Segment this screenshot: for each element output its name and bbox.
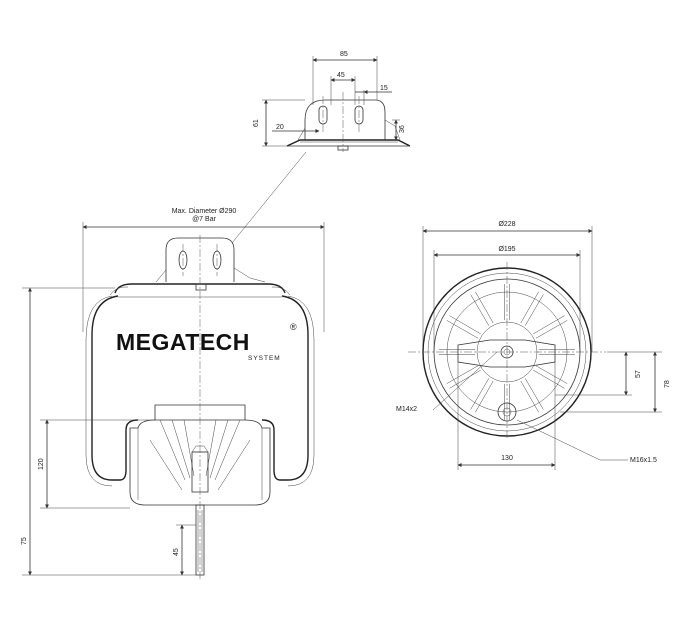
dia-228: Ø228 xyxy=(498,221,515,228)
rib-line xyxy=(470,378,490,410)
rib-line xyxy=(520,291,539,324)
top-bracket-detail: 85 45 15 61 20 36 xyxy=(253,51,411,152)
piston-ribs xyxy=(439,284,575,420)
megatech-logo: MEGATECH xyxy=(116,329,250,355)
rib-line xyxy=(533,315,565,335)
dim-36: 36 xyxy=(399,125,406,133)
dim-120: 120 xyxy=(38,458,45,470)
label-m14: M14x2 xyxy=(396,406,417,413)
max-diameter-label: Max. Diameter Ø290 xyxy=(172,208,237,215)
dim-20: 20 xyxy=(276,124,284,131)
rib-line xyxy=(470,294,490,326)
dim-130: 130 xyxy=(501,455,513,462)
rib-line xyxy=(446,320,479,339)
dim-75: 75 xyxy=(21,537,28,545)
rib-line xyxy=(449,315,481,335)
dim-78: 78 xyxy=(664,380,671,388)
rib-line xyxy=(524,294,544,326)
dia-195: Ø195 xyxy=(498,246,515,253)
detail-leader-line xyxy=(231,151,307,244)
rib-line xyxy=(449,369,481,389)
rib-line xyxy=(535,320,568,339)
label-m16: M16x1.5 xyxy=(630,457,657,464)
rib-line xyxy=(524,378,544,410)
dim-15: 15 xyxy=(380,85,388,92)
dim-85: 85 xyxy=(340,51,348,58)
rib-line xyxy=(475,380,494,413)
rib-line xyxy=(533,369,565,389)
dim-45-stud: 45 xyxy=(173,548,180,556)
side-view: Max. Diameter Ø290 @7 Bar MEGATECH ® SYS… xyxy=(21,208,325,580)
registered-mark: ® xyxy=(290,322,297,332)
dim-45-top: 45 xyxy=(337,72,345,79)
rib-line xyxy=(475,291,494,324)
dim-57: 57 xyxy=(635,370,642,378)
rib-line xyxy=(535,365,568,384)
top-view: Ø228 Ø195 57 78 130 xyxy=(396,221,671,470)
max-diameter-pressure: @7 Bar xyxy=(192,216,217,223)
rib-line xyxy=(520,380,539,413)
system-tagline: SYSTEM xyxy=(248,355,281,362)
rib-line xyxy=(446,365,479,384)
dim-61: 61 xyxy=(253,119,260,127)
